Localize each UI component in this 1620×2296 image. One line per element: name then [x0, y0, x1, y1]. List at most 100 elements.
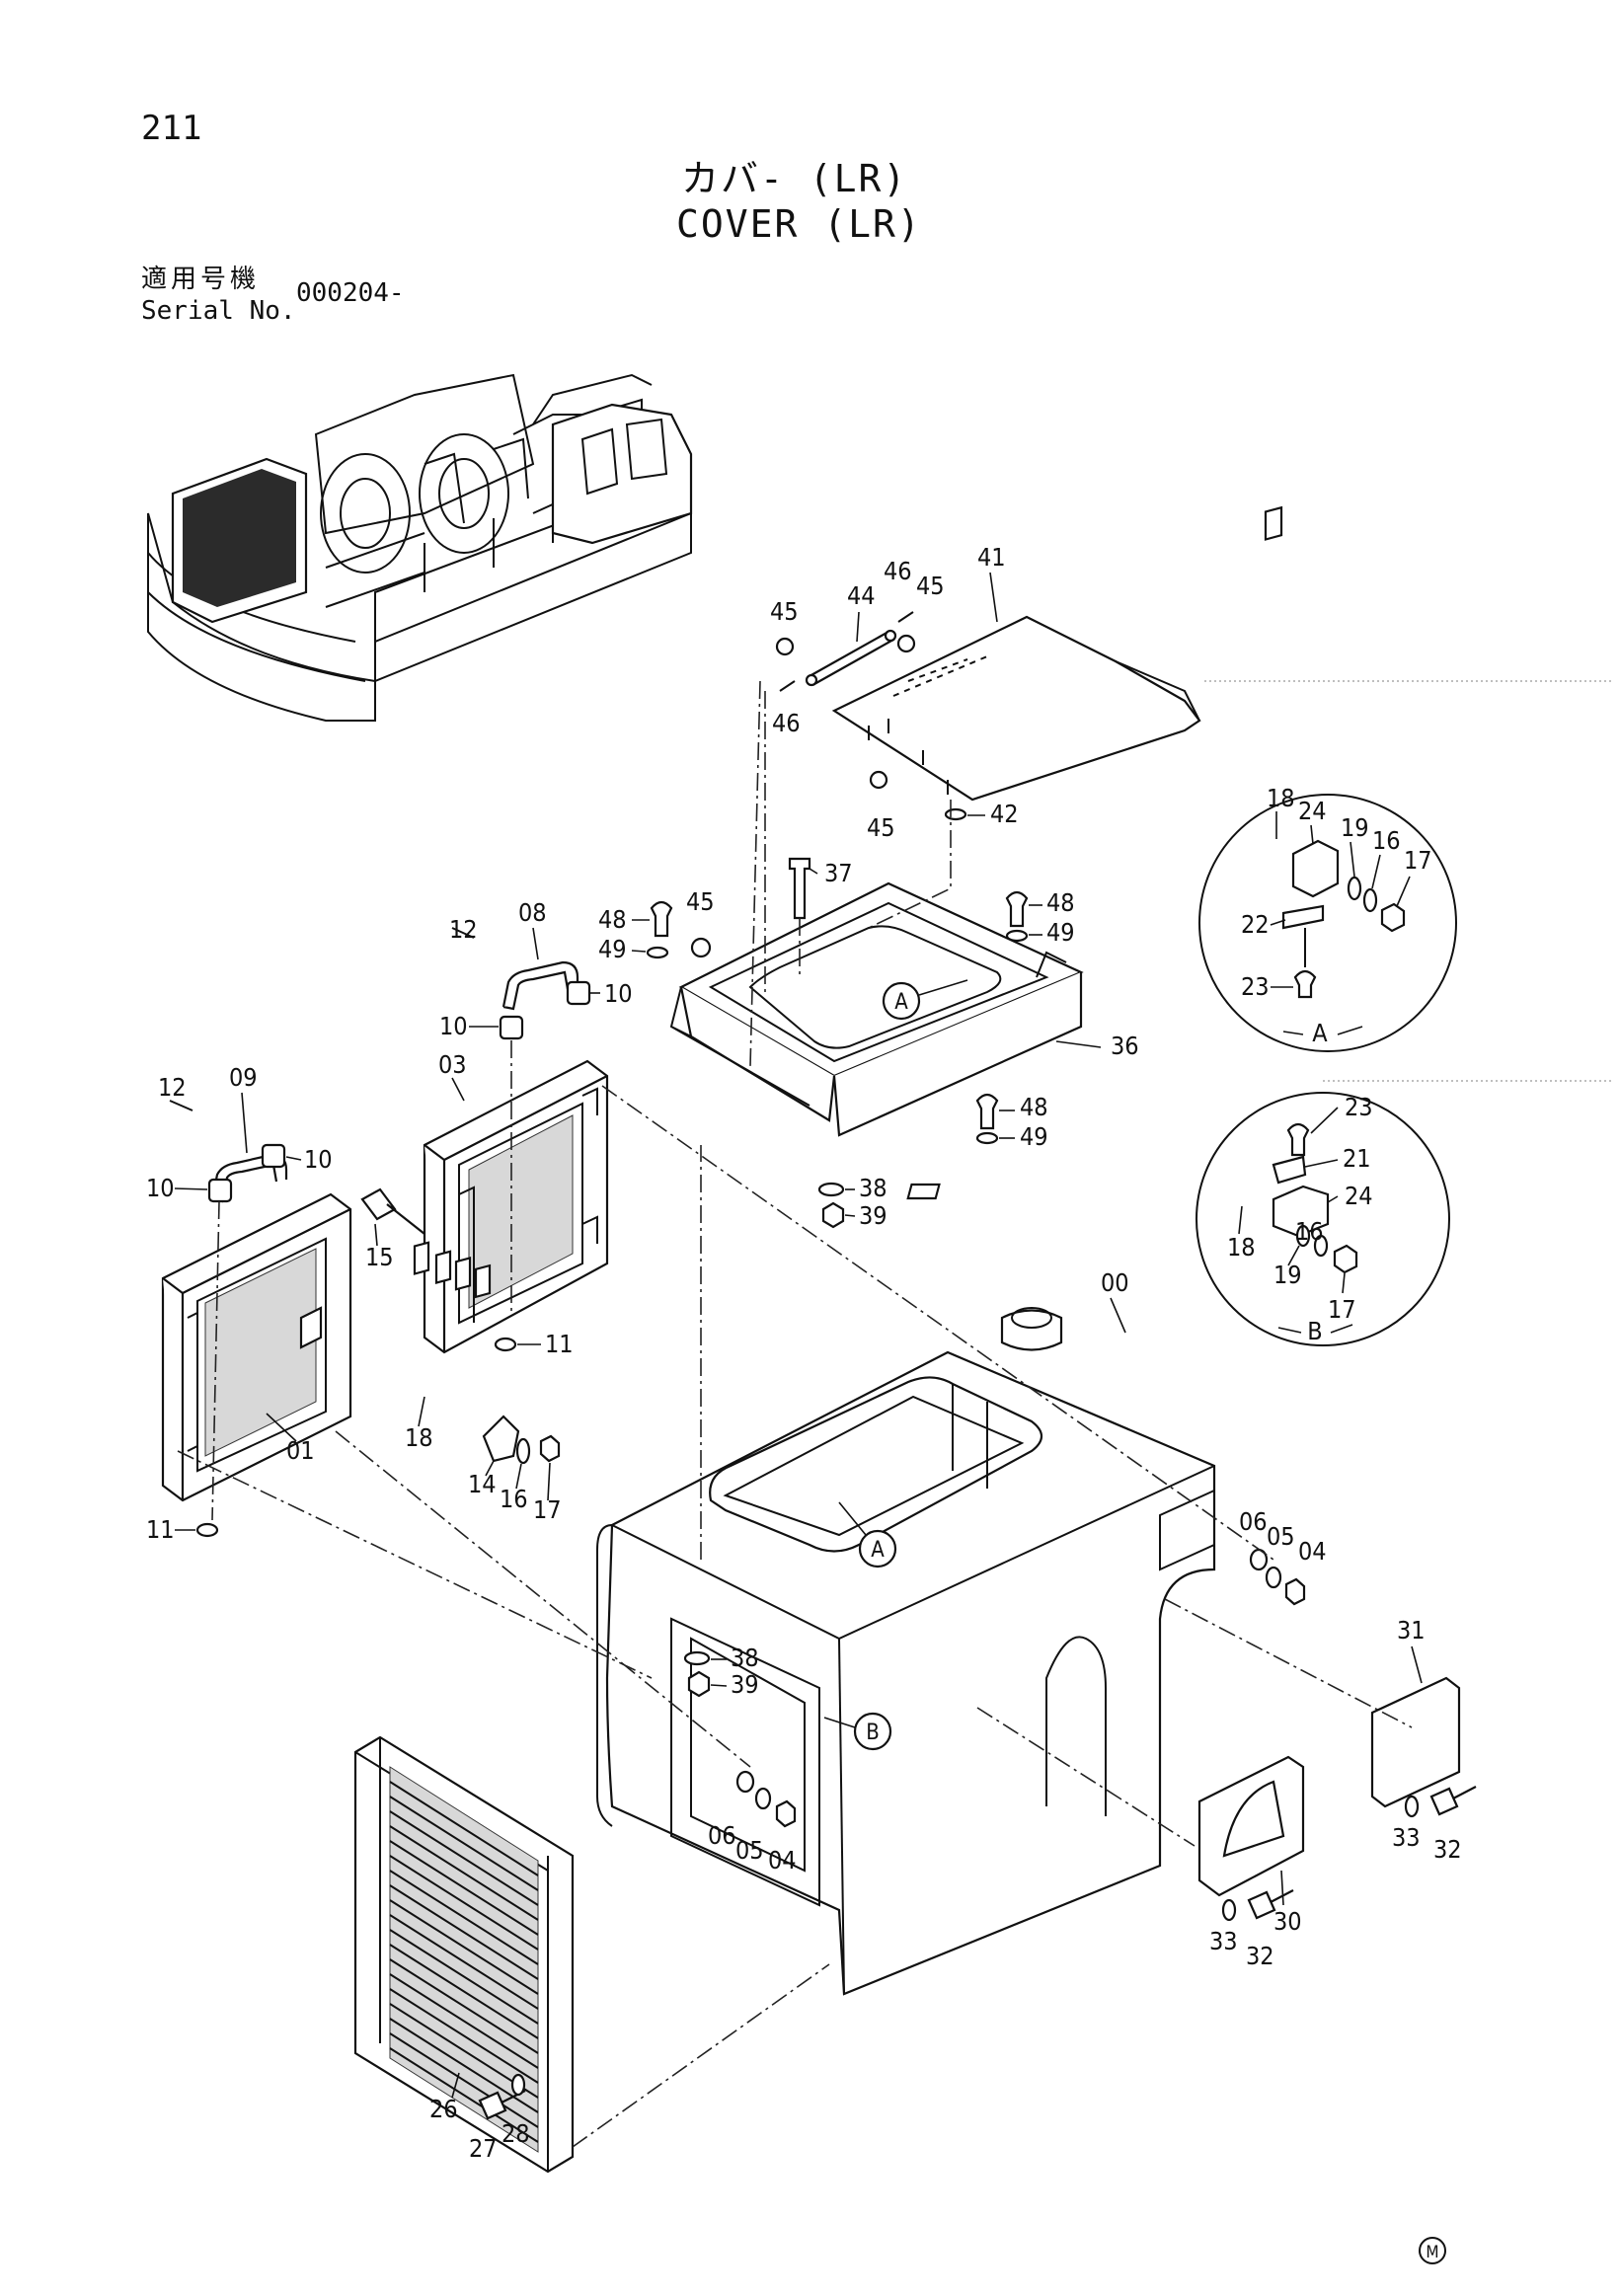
label-part-24-detail-b: 24: [1345, 1182, 1373, 1210]
label-part-06-b: 06: [708, 1821, 736, 1850]
page-number: 211: [141, 109, 202, 148]
part-45-washer-a: [775, 637, 795, 656]
label-part-10-b: 10: [604, 979, 633, 1008]
part-30-cover-plate: [1197, 1755, 1305, 1897]
part-48-bolt-c: [975, 1093, 999, 1130]
part-32-bolt-b: [1247, 1889, 1294, 1920]
part-05-washer-b: [754, 1787, 772, 1810]
part-45-washer-d: [690, 937, 712, 958]
label-part-30: 30: [1273, 1907, 1302, 1936]
part-10-grommet-a: [499, 1015, 524, 1040]
part-49-washer-b: [1005, 929, 1029, 943]
part-10-grommet-d: [261, 1143, 286, 1169]
label-part-45-d: 45: [686, 887, 715, 916]
label-part-08: 08: [518, 898, 547, 927]
label-part-17-detail-a: 17: [1404, 846, 1432, 875]
label-part-49-c: 49: [1020, 1122, 1048, 1151]
part-38-washer-b: [683, 1650, 711, 1666]
label-part-48-b: 48: [1046, 888, 1075, 917]
part-45-washer-b: [896, 634, 916, 653]
part-48-bolt-b: [1005, 890, 1029, 928]
part-31-cover-plate: [1370, 1676, 1461, 1808]
assembly-center-lines: [177, 680, 1413, 2148]
label-part-46-a: 46: [884, 557, 912, 585]
serial-label-japanese: 適用号機: [141, 265, 261, 294]
title-english: COVER (LR): [676, 202, 922, 246]
label-part-18-detail-b: 18: [1227, 1233, 1256, 1262]
label-part-46-b: 46: [772, 709, 801, 737]
part-number-labels: 00 01 03 08 09 06 05 04 06 05 04 10 10 1…: [146, 543, 1462, 2163]
label-part-06-a: 06: [1239, 1507, 1268, 1536]
label-part-33-a: 33: [1392, 1823, 1421, 1852]
label-part-16-detail-b: 16: [1295, 1217, 1324, 1246]
part-17-nut: [539, 1434, 561, 1463]
part-33-washer-b: [1221, 1898, 1237, 1922]
callout-a-circle-1: [882, 981, 921, 1021]
part-28-washer: [510, 2073, 526, 2097]
part-06-washer-b: [735, 1770, 755, 1794]
part-32-bolt-a: [1429, 1786, 1477, 1816]
detail-view-a: [1198, 505, 1457, 1052]
part-14-bracket: [482, 1415, 520, 1463]
circled-m-mark: [1419, 2237, 1446, 2264]
label-part-05-a: 05: [1267, 1522, 1295, 1551]
label-part-48-a: 48: [598, 905, 627, 934]
label-part-15: 15: [365, 1243, 394, 1271]
part-04-nut-b: [775, 1799, 797, 1828]
part-39-nut-a: [821, 1201, 845, 1229]
label-part-38-b: 38: [731, 1644, 759, 1672]
label-part-49-a: 49: [598, 935, 627, 963]
label-part-24-detail-a: 24: [1298, 797, 1327, 825]
label-part-32-b: 32: [1246, 1942, 1274, 1970]
callout-a-label-1: A: [894, 990, 908, 1015]
part-04-nut-a: [1284, 1577, 1306, 1606]
part-18-plates: [413, 1241, 492, 1299]
label-part-45-c: 45: [867, 813, 895, 842]
part-36-frame: [669, 881, 1084, 1137]
label-part-23-detail-a: 23: [1241, 972, 1270, 1001]
part-46-cotter-pins: [779, 611, 914, 692]
label-part-10-a: 10: [439, 1012, 468, 1040]
label-part-45-a: 45: [770, 597, 799, 626]
part-49-washer-a: [646, 946, 669, 959]
label-part-23-detail-b: 23: [1345, 1093, 1373, 1121]
part-08-handle: [501, 960, 579, 1011]
circled-m-mark-letter: M: [1426, 2243, 1438, 2262]
label-part-27: 27: [469, 2134, 498, 2163]
part-10-grommet-c: [207, 1178, 233, 1203]
label-part-36: 36: [1111, 1032, 1139, 1060]
serial-number-value: 000204-: [296, 278, 405, 308]
label-part-14: 14: [468, 1470, 497, 1498]
label-part-32-a: 32: [1433, 1835, 1462, 1864]
label-part-37: 37: [824, 859, 853, 887]
label-part-03: 03: [438, 1050, 467, 1079]
label-part-21-detail-b: 21: [1343, 1144, 1371, 1173]
callout-b-label: B: [866, 1721, 880, 1745]
label-part-05-b: 05: [735, 1836, 764, 1865]
label-part-16-detail-a: 16: [1372, 826, 1401, 855]
part-05-washer-a: [1265, 1566, 1282, 1589]
part-15-bolt: [360, 1187, 425, 1235]
part-37-bolt: [788, 857, 811, 920]
label-part-44: 44: [847, 581, 876, 610]
part-33-washer-a: [1404, 1795, 1420, 1818]
label-part-00: 00: [1101, 1268, 1129, 1297]
label-part-48-c: 48: [1020, 1093, 1048, 1121]
label-part-39-b: 39: [731, 1670, 759, 1699]
callout-b-circle: [853, 1712, 892, 1751]
label-part-12-a: 12: [449, 915, 478, 944]
label-part-11-a: 11: [146, 1515, 175, 1544]
part-01-left-door: [161, 1192, 352, 1502]
label-part-04-a: 04: [1298, 1537, 1327, 1566]
label-part-09: 09: [229, 1063, 258, 1092]
label-part-38-a: 38: [859, 1174, 887, 1202]
label-part-31: 31: [1397, 1616, 1426, 1645]
title-japanese: カバ- (LR): [681, 157, 908, 200]
label-part-17-detail-b: 17: [1328, 1295, 1356, 1324]
part-16-washer: [515, 1437, 531, 1465]
label-part-01: 01: [286, 1436, 315, 1465]
part-41-top-cover: [831, 615, 1201, 802]
callout-a-circle-2: [858, 1529, 897, 1569]
label-part-19-detail-b: 19: [1273, 1261, 1302, 1289]
